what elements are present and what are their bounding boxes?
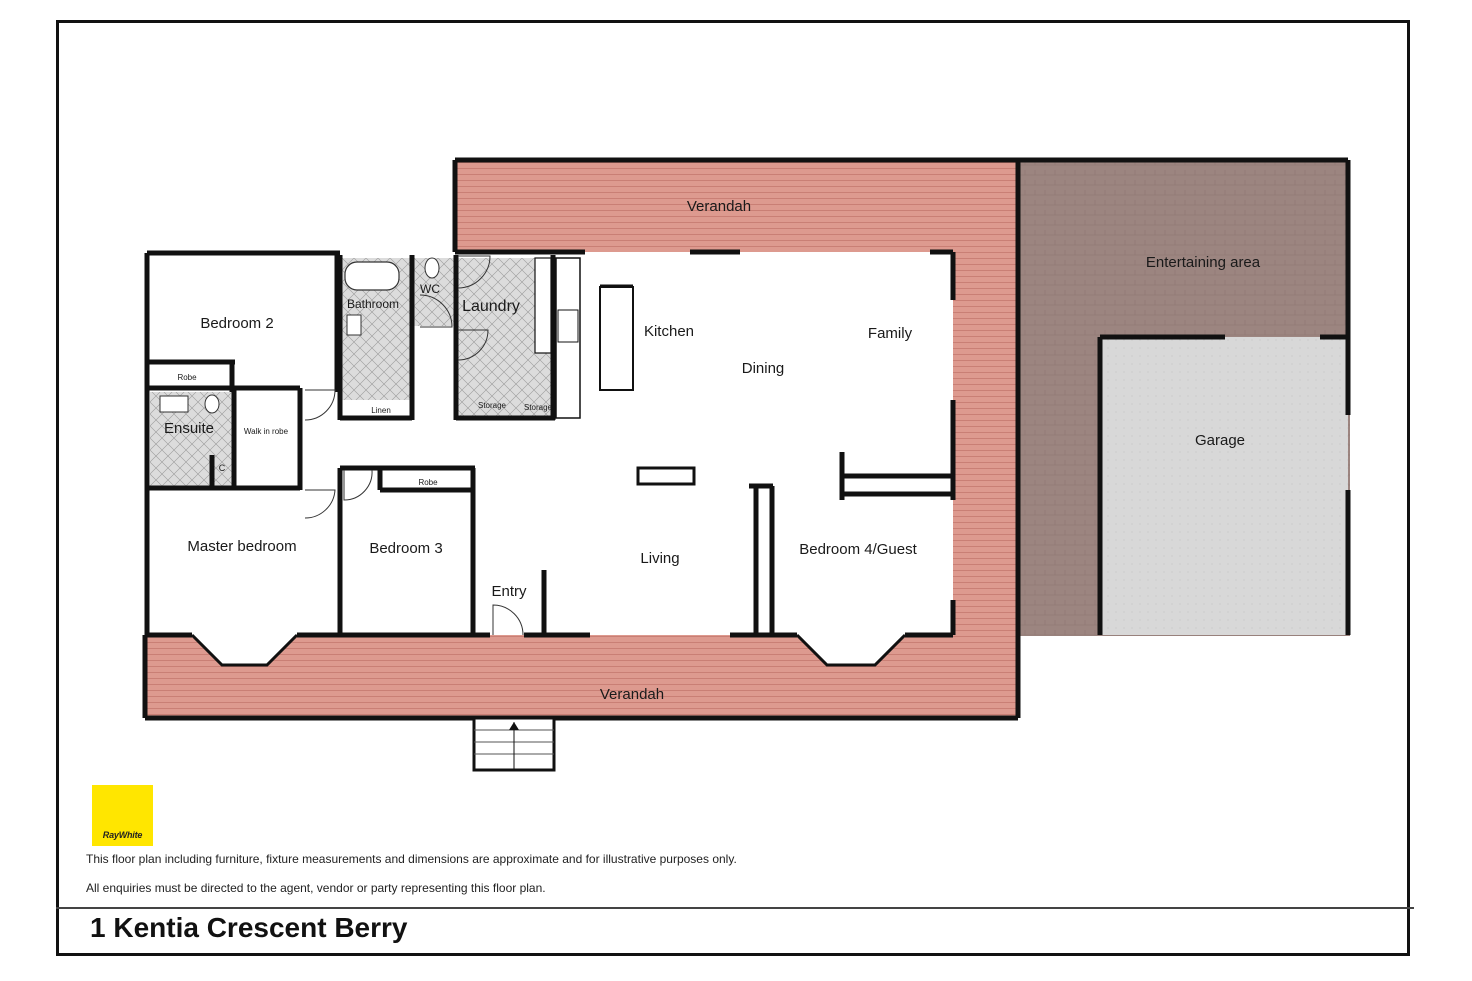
label-storage-1: Storage [478,401,507,410]
toilet [424,257,440,279]
label-kitchen: Kitchen [644,323,694,340]
disclaimer-line-2: All enquiries must be directed to the ag… [86,881,546,895]
label-wc: WC [420,282,440,296]
label-family: Family [868,325,913,342]
label-living: Living [640,550,679,567]
label-entry: Entry [491,583,527,600]
entry-steps [472,716,556,772]
label-linen: Linen [371,406,391,415]
label-robe-bedroom-3: Robe [418,478,438,487]
label-bathroom: Bathroom [347,297,399,311]
label-garage: Garage [1195,432,1245,449]
label-walk-in-robe: Walk in robe [244,427,289,436]
kitchen-island [599,286,634,391]
label-bedroom-3: Bedroom 3 [369,540,442,557]
garage-walls [142,157,1351,721]
label-robe-bedroom-2: Robe [177,373,197,382]
door-swings [304,255,524,636]
fireplace [636,466,696,486]
label-bedroom-2: Bedroom 2 [200,315,273,332]
house-walls [144,249,956,638]
ensuite-vanity [159,395,189,413]
page-frame [56,20,1410,956]
bay-window-bedroom4 [795,633,907,667]
garage-floor [1098,337,1348,635]
label-bedroom-4-guest: Bedroom 4/Guest [799,541,917,558]
label-ensuite: Ensuite [164,420,214,437]
ensuite-toilet [204,394,220,414]
label-verandah-top: Verandah [687,198,751,215]
logo-text: RayWhite [102,830,143,840]
verandah-bottom-deck [145,635,1018,718]
label-master-bedroom: Master bedroom [187,538,296,555]
bay-window-master [190,633,299,667]
label-laundry: Laundry [462,298,520,315]
property-address: 1 Kentia Crescent Berry [90,912,408,943]
label-storage-2: Storage [524,403,553,412]
laundry-bench [534,257,552,354]
label-cupboard: C [219,463,226,473]
raywhite-logo: RayWhite [92,785,153,846]
basin [346,314,362,336]
label-dining: Dining [742,360,785,377]
cooktop [557,309,579,343]
disclaimer-line-1: This floor plan including furniture, fix… [86,852,737,866]
bathtub [344,261,400,291]
title-divider [56,907,1414,909]
label-entertaining-area: Entertaining area [1146,254,1261,271]
verandah-top-deck [455,160,1018,635]
label-verandah-bottom: Verandah [600,686,664,703]
